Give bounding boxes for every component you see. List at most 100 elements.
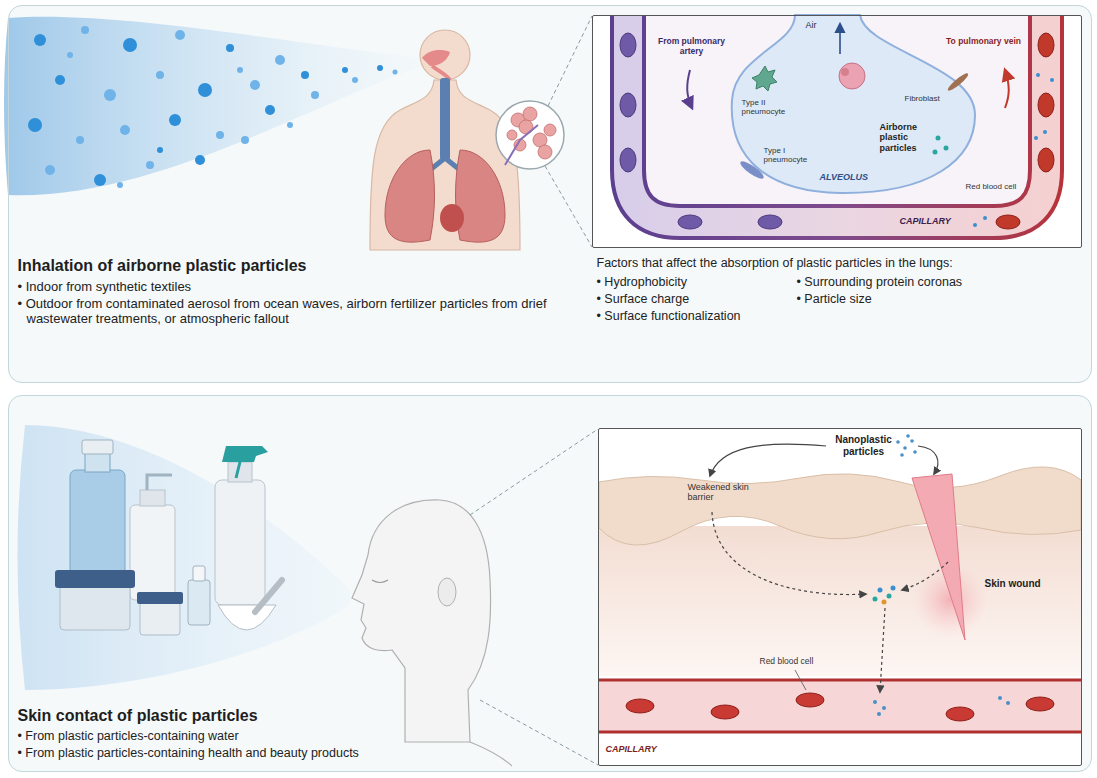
- products-illustration: [82, 440, 113, 454]
- skin-illustration: [896, 440, 900, 444]
- skin-illustration: [711, 705, 739, 719]
- alveolus-illustration: [620, 93, 636, 117]
- products-illustration: [222, 446, 268, 462]
- panel-ground: [8, 5, 1092, 772]
- bullet-item: • Particle size: [797, 292, 872, 307]
- alveolus-illustration: [1034, 136, 1038, 140]
- zoom-callout: [545, 166, 592, 247]
- particle-cloud: [104, 89, 116, 101]
- products-illustration: [140, 490, 165, 506]
- products-illustration: [60, 585, 130, 630]
- alveolus-illustration: [944, 146, 949, 151]
- skin-illustration: [599, 680, 1081, 732]
- region-label: CAPILLARY: [606, 744, 657, 755]
- particle-cloud: [352, 77, 358, 83]
- skin-illustration: [1026, 697, 1054, 711]
- region-label: ALVEOLUS: [820, 172, 869, 183]
- head-profile: [352, 429, 598, 766]
- alveolus-illustration: [983, 216, 987, 220]
- bullet-item: • Surrounding protein coronas: [797, 275, 963, 290]
- alveolus-illustration: [752, 66, 777, 91]
- particle-cloud: [195, 155, 205, 165]
- products-illustration: [188, 580, 210, 625]
- products-illustration: [215, 480, 265, 605]
- particle-cloud: [157, 147, 163, 153]
- zoom-callout: [523, 107, 537, 121]
- panel-heading: Skin contact of plastic particles: [18, 706, 258, 725]
- products-illustration: [140, 602, 180, 635]
- particle-cloud: [198, 83, 212, 97]
- particle-cloud: [311, 91, 319, 99]
- alveolus-illustration: [1038, 148, 1054, 172]
- products-illustration: [137, 592, 183, 604]
- particle-cloud: [265, 105, 275, 115]
- vessel-label: From pulmonary artery: [652, 36, 732, 56]
- skin-illustration: [795, 670, 806, 690]
- skin-illustration: [599, 679, 1081, 682]
- products-illustration: [193, 566, 205, 581]
- zoom-callout: [507, 130, 517, 140]
- particle-cloud: [377, 65, 383, 71]
- alveolus-illustration: [732, 15, 975, 193]
- skin-illustration: [599, 434, 1081, 732]
- skin-illustration: [910, 439, 914, 443]
- particle-cloud: [4, 17, 422, 195]
- human-torso: [420, 30, 470, 80]
- human-torso: [456, 150, 506, 242]
- skin-illustration: [710, 444, 826, 476]
- bullet-item: • From plastic particles-containing heal…: [18, 746, 359, 761]
- zoom-callout: [538, 145, 552, 159]
- particle-cloud: [237, 67, 243, 73]
- alveolus-illustration: [1043, 130, 1047, 134]
- skin-illustration: [626, 699, 654, 713]
- alveolus-illustration: [996, 33, 1054, 229]
- panel-ground: [592, 15, 1082, 248]
- skin-illustration: [796, 693, 824, 707]
- products-illustration: [228, 462, 252, 482]
- head-profile: [470, 742, 512, 766]
- products-illustration: [85, 452, 110, 472]
- skin-illustration: [946, 707, 974, 721]
- skin-illustration: [873, 597, 878, 602]
- alveolus-illustration: [839, 63, 865, 89]
- particle-cloud: [275, 55, 285, 65]
- region-label: CAPILLARY: [900, 216, 951, 227]
- skin-illustration: [712, 512, 866, 595]
- vessel-label: To pulmonary vein: [946, 36, 1022, 46]
- skin-illustration: [626, 693, 1054, 721]
- alveolus-illustration: [973, 73, 1054, 227]
- particle-cloud: [287, 122, 293, 128]
- alveolus-illustration: [758, 215, 782, 229]
- skin-illustration: [877, 712, 881, 716]
- bullet-item: • Hydrophobicity: [597, 275, 688, 290]
- alveolus-illustration: [1038, 93, 1054, 117]
- particle-cloud: [250, 80, 260, 90]
- products-illustration: [255, 580, 282, 612]
- bullet-item: • Outdoor from contaminated aerosol from…: [18, 296, 578, 327]
- particle-cloud: [45, 26, 398, 188]
- skin-illustration: [873, 586, 896, 605]
- particle-cloud: [301, 71, 309, 79]
- particle-cloud: [45, 165, 55, 175]
- skin-illustration: [918, 446, 938, 474]
- products-illustration: [147, 475, 172, 490]
- alveolus-illustration: [973, 223, 977, 227]
- cell-label: Red blood cell: [966, 182, 1017, 192]
- skin-illustration: [998, 696, 1002, 700]
- bullet-item: • Indoor from synthetic textiles: [18, 279, 192, 295]
- cell-label: Type II pneumocyte: [742, 98, 792, 117]
- skin-illustration: [913, 450, 917, 454]
- particle-cloud: [146, 161, 154, 169]
- alveolus-illustration: [839, 24, 841, 54]
- alveolus-illustration: [1005, 70, 1009, 108]
- alveolus-illustration: [620, 15, 1054, 229]
- particle-label: Airborne plastic particles: [880, 122, 930, 154]
- alveolus-illustration: [687, 70, 692, 108]
- cell-label: Red blood cell: [760, 656, 814, 666]
- alveolus-illustration: [1036, 73, 1040, 77]
- particle-cloud: [67, 52, 73, 58]
- alveolus-illustration: [933, 136, 949, 155]
